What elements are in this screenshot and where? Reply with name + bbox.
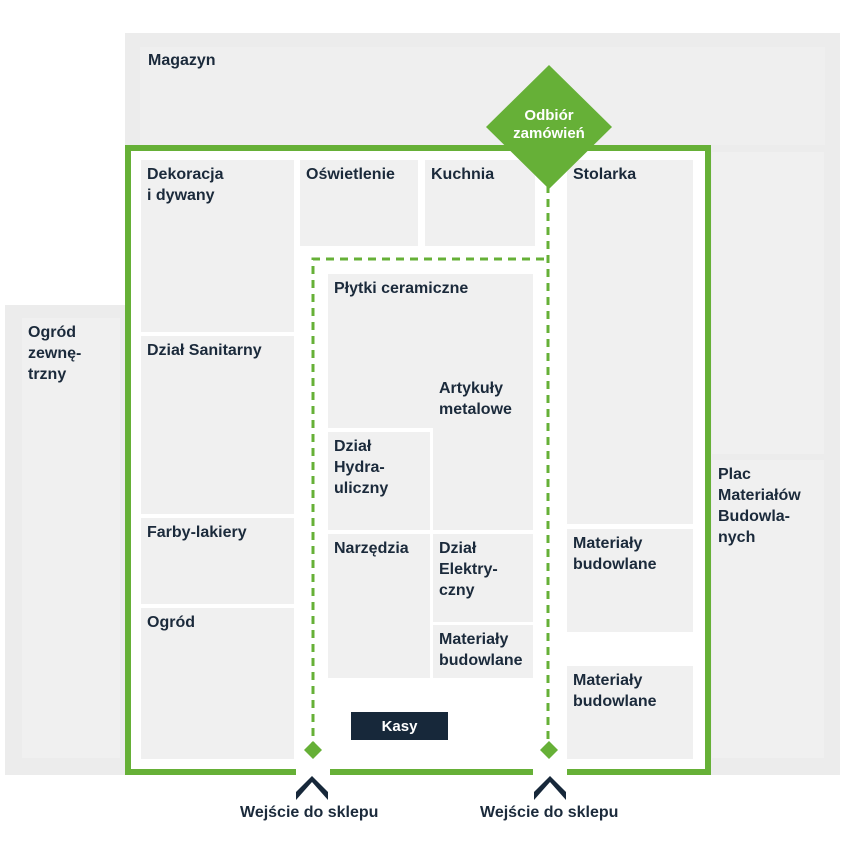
- dekoracja-label: Dekoracja i dywany: [147, 166, 224, 204]
- zone-farby[interactable]: Farby-lakiery: [141, 518, 294, 604]
- zone-materialy-right-top[interactable]: Materiały budowlane: [567, 529, 693, 632]
- ogrod-label: Ogród: [147, 614, 195, 631]
- kasy-checkout[interactable]: Kasy: [351, 712, 448, 740]
- zone-ogrod[interactable]: Ogród: [141, 608, 294, 759]
- zone-narzedzia[interactable]: Narzędzia: [328, 534, 430, 678]
- farby-label: Farby-lakiery: [147, 524, 247, 541]
- magazyn-label: Magazyn: [148, 52, 216, 69]
- zone-materialy-right-bottom[interactable]: Materiały budowlane: [567, 666, 693, 759]
- artykuly-metalowe-label: Artykuły metalowe: [439, 380, 512, 418]
- zone-stolarka[interactable]: Stolarka: [567, 160, 693, 524]
- hydrauliczny-label: Dział Hydra- uliczny: [334, 438, 389, 497]
- plac-materialow-zone[interactable]: Plac Materiałów Budowla- nych: [712, 460, 824, 758]
- entrance-right-icon: [534, 776, 566, 800]
- kasy-label: Kasy: [381, 717, 418, 735]
- elektryczny-label: Dział Elektry- czny: [439, 540, 498, 599]
- magazyn-inner: Magazyn: [140, 47, 825, 145]
- zone-elektryczny[interactable]: Dział Elektry- czny: [433, 534, 533, 622]
- zone-hydrauliczny[interactable]: Dział Hydra- uliczny: [328, 432, 430, 530]
- entrance-gap-right: [533, 762, 567, 778]
- stolarka-label: Stolarka: [573, 166, 637, 183]
- narzedzia-label: Narzędzia: [334, 540, 409, 557]
- ogrod-zewnetrzny-label: Ogród zewnę- trzny: [28, 324, 82, 383]
- entrance-left-icon: [296, 776, 328, 800]
- zone-dekoracja[interactable]: Dekoracja i dywany: [141, 160, 294, 332]
- entrance-left-label[interactable]: Wejście do sklepu: [240, 804, 379, 821]
- zone-materialy-center[interactable]: Materiały budowlane: [433, 625, 533, 678]
- oswietlenie-label: Oświetlenie: [306, 166, 395, 183]
- ogrod-zewnetrzny-zone[interactable]: Ogród zewnę- trzny: [22, 318, 120, 758]
- zone-oswietlenie[interactable]: Oświetlenie: [300, 160, 418, 246]
- zone-artykuly-metalowe[interactable]: Artykuły metalowe: [433, 374, 533, 530]
- right-strip: [712, 152, 824, 454]
- materialy-right-top-label: Materiały budowlane: [573, 535, 657, 573]
- plac-materialow-label: Plac Materiałów Budowla- nych: [718, 466, 801, 546]
- zone-kuchnia[interactable]: Kuchnia: [425, 160, 535, 246]
- sanitarny-label: Dział Sanitarny: [147, 342, 262, 359]
- plytki-label: Płytki ceramiczne: [334, 280, 469, 297]
- materialy-right-bottom-label: Materiały budowlane: [573, 672, 657, 710]
- zone-sanitarny[interactable]: Dział Sanitarny: [141, 336, 294, 514]
- kuchnia-label: Kuchnia: [431, 166, 495, 183]
- odbior-label: Odbiór zamówień: [513, 107, 585, 142]
- entrance-gap-left: [296, 762, 330, 778]
- entrance-right-label[interactable]: Wejście do sklepu: [480, 804, 619, 821]
- materialy-center-label: Materiały budowlane: [439, 631, 523, 669]
